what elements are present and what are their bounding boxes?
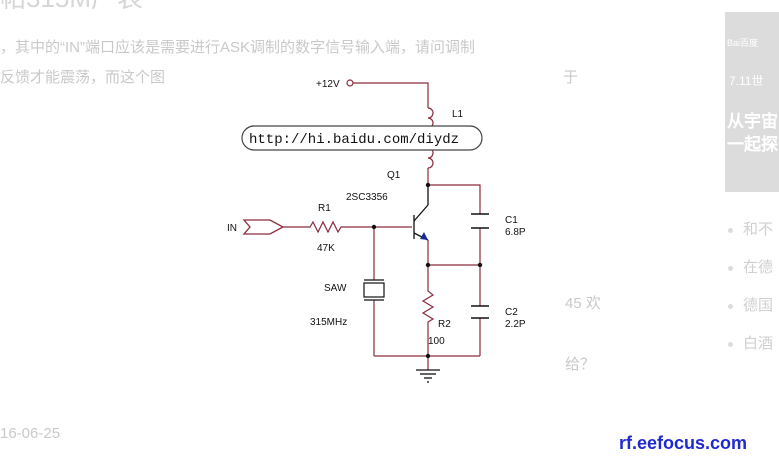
capacitor-c2-ref-label: C2 [505, 307, 518, 318]
capacitor-c2-value-label: 2.2P [505, 319, 526, 330]
sidebar-news-item[interactable]: 白酒 [728, 332, 773, 353]
saw-resonator-symbol [363, 279, 385, 301]
input-port-label: IN [227, 223, 237, 234]
inductor-ref-label: L1 [452, 109, 464, 120]
resistor-r1-ref-label: R1 [318, 203, 331, 214]
transistor-part-label: 2SC3356 [346, 192, 388, 203]
body-text-fragment: 给？ [565, 356, 596, 373]
post-title-fragment: 帖315M产表 [0, 0, 143, 15]
post-date: 16-06-25 [0, 425, 61, 442]
capacitor-c1-ref-label: C1 [505, 215, 518, 226]
resistor-r2-value-label: 100 [428, 336, 445, 347]
banner-date: 7.11世 [729, 74, 764, 88]
post-body-line: 反馈才能震荡，而这个图 [0, 69, 166, 86]
saw-label: SAW [324, 283, 347, 294]
bullet-icon [728, 303, 733, 309]
sidebar-ad-banner[interactable]: Bai百度 7.11世 从宇宙 一起探 [725, 12, 779, 192]
sidebar-news-item[interactable]: 和不 [728, 218, 773, 239]
baidu-logo: Bai百度 [727, 38, 759, 48]
sidebar-news-label: 德国 [743, 297, 774, 314]
post-body-line: ，其中的“IN”端口应该是需要进行ASK调制的数字信号输入端，请问调制 [0, 39, 476, 56]
ground-icon [416, 369, 440, 383]
capacitor-c1-value-label: 6.8P [505, 227, 526, 238]
saw-frequency-label: 315MHz [310, 317, 347, 328]
url-label: http://hi.baidu.com/diydz [249, 132, 459, 148]
supply-label: +12V [316, 79, 340, 90]
url-label-box [241, 125, 483, 151]
sidebar-news-item[interactable]: 在德 [728, 256, 773, 277]
sidebar-news-label: 和不 [743, 221, 774, 238]
transistor-emitter-arrow [420, 232, 428, 240]
transistor-ref-label: Q1 [387, 170, 401, 181]
bullet-icon [728, 265, 733, 271]
capacitor-c2-symbol [471, 305, 489, 319]
body-text-fragment: 于 [563, 69, 579, 86]
bullet-icon [728, 341, 733, 347]
bullet-icon [728, 227, 733, 233]
transistor-q1-symbol [413, 185, 429, 241]
resistor-r2-ref-label: R2 [438, 319, 451, 330]
sidebar-news-label: 在德 [743, 259, 774, 276]
input-port-icon [242, 219, 285, 235]
banner-title: 一起探 [727, 135, 778, 154]
supply-terminal-icon [346, 79, 354, 87]
body-text-fragment: 45 欢 [565, 295, 601, 312]
site-watermark: rf.eefocus.com [619, 433, 748, 453]
resistor-r1-value-label: 47K [317, 243, 335, 254]
banner-title: 从宇宙 [727, 112, 778, 131]
sidebar-news-item[interactable]: 德国 [728, 294, 773, 315]
junction-dots [371, 182, 483, 359]
capacitor-c1-symbol [471, 213, 489, 229]
sidebar-news-label: 白酒 [743, 335, 774, 352]
